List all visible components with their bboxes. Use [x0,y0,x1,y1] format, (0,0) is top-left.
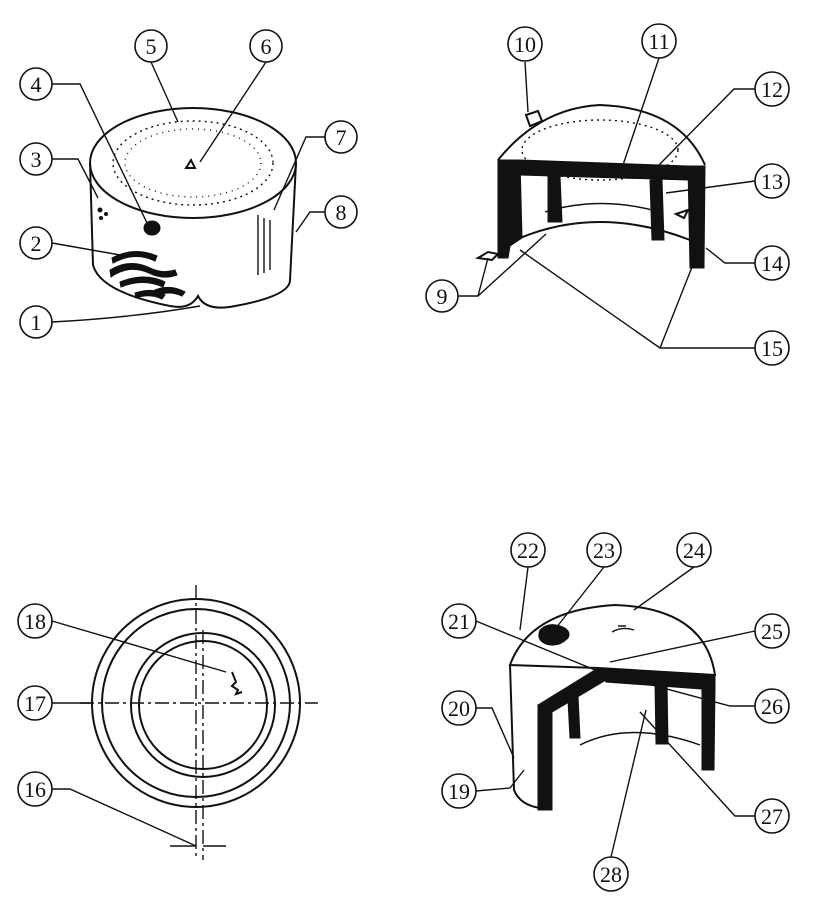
callout-11: 11 [641,23,677,59]
callout-label-27: 27 [761,804,783,829]
cutaway-rib-2 [567,695,581,739]
callout-19: 19 [441,773,477,809]
section-left-wall [497,159,523,259]
callout-4: 4 [19,67,53,101]
callout-label-15: 15 [761,336,783,361]
callout-label-25: 25 [761,619,783,644]
callout-label-12: 12 [761,77,783,102]
callout-label-1: 1 [31,310,42,335]
callout-label-4: 4 [31,72,42,97]
callout-22: 22 [510,532,546,568]
callout-2: 2 [19,226,53,260]
panel-exterior-view [89,107,297,309]
section-inner-rib-left [547,174,563,223]
cutaway-right-wall [701,683,716,771]
crack-mark [230,671,243,696]
cap-side-wall [89,162,297,309]
callout-17: 17 [17,685,53,721]
dark-blemish [538,624,570,646]
callout-18: 18 [17,603,53,639]
callout-14: 14 [754,245,790,281]
panel-section-view [475,103,706,269]
callout-label-2: 2 [31,231,42,256]
callout-label-6: 6 [261,34,272,59]
callout-27: 27 [754,798,790,834]
callout-6: 6 [249,29,283,63]
section-chip [673,208,690,220]
callout-1: 1 [19,305,53,339]
callout-label-28: 28 [600,862,622,887]
leader-lines [51,57,756,858]
top-mark [611,625,635,633]
callout-25: 25 [754,613,790,649]
callout-20: 20 [441,690,477,726]
callout-9: 9 [425,279,459,313]
panel-top-view [80,585,318,860]
panel-cutaway-view [508,603,717,811]
section-outer-dome [497,103,706,166]
pinhole-dot-3 [99,216,103,220]
callout-label-16: 16 [24,777,46,802]
callout-label-5: 5 [146,34,157,59]
callout-26: 26 [754,688,790,724]
callout-label-21: 21 [448,609,470,634]
callout-label-9: 9 [437,284,448,309]
callout-label-23: 23 [593,538,615,563]
callout-label-8: 8 [336,200,347,225]
callout-label-17: 17 [24,691,46,716]
scuff-marks [109,251,186,300]
gate-tab [524,109,544,128]
callout-label-20: 20 [448,696,470,721]
callout-21: 21 [441,603,477,639]
cutaway-left-wall [509,664,541,809]
callout-3: 3 [19,142,53,176]
pinhole-dot-2 [104,212,108,216]
callout-label-19: 19 [448,779,470,804]
callout-12: 12 [754,71,790,107]
callout-13: 13 [754,163,790,199]
section-bore-edge [544,202,661,213]
callout-label-3: 3 [31,147,42,172]
callout-label-14: 14 [761,251,783,276]
pinhole-dot [97,207,103,213]
callout-7: 7 [324,120,358,154]
callout-23: 23 [586,532,622,568]
callout-8: 8 [324,195,358,229]
cap-top-inner-ring [124,128,262,198]
flow-lines [257,215,271,275]
callouts: 1 2 3 4 5 6 7 8 9 10 11 12 13 14 15 16 1… [17,23,790,892]
callout-label-22: 22 [517,538,539,563]
callout-label-26: 26 [761,694,783,719]
callout-label-13: 13 [761,169,783,194]
callout-5: 5 [134,29,168,63]
cutaway-front-wall [537,699,553,811]
callout-label-7: 7 [336,125,347,150]
callout-label-11: 11 [648,29,669,54]
cutaway-rib-1 [654,681,669,745]
section-inner-rib-right [649,179,665,241]
top-foreign-particle [184,157,197,169]
callout-label-18: 18 [24,609,46,634]
callout-15: 15 [754,330,790,366]
callout-28: 28 [593,856,629,892]
callout-16: 16 [17,771,53,807]
callout-10: 10 [507,26,543,62]
callout-label-10: 10 [514,32,536,57]
section-top-ring [521,119,679,181]
section-right-wall [687,165,706,269]
callout-24: 24 [676,532,712,568]
cutaway-top [508,603,717,677]
section-inner-rim [519,221,691,241]
section-top-band [519,159,689,181]
cutaway-bore [579,731,701,746]
callout-label-24: 24 [683,538,705,563]
cap-top-ring [112,120,274,206]
